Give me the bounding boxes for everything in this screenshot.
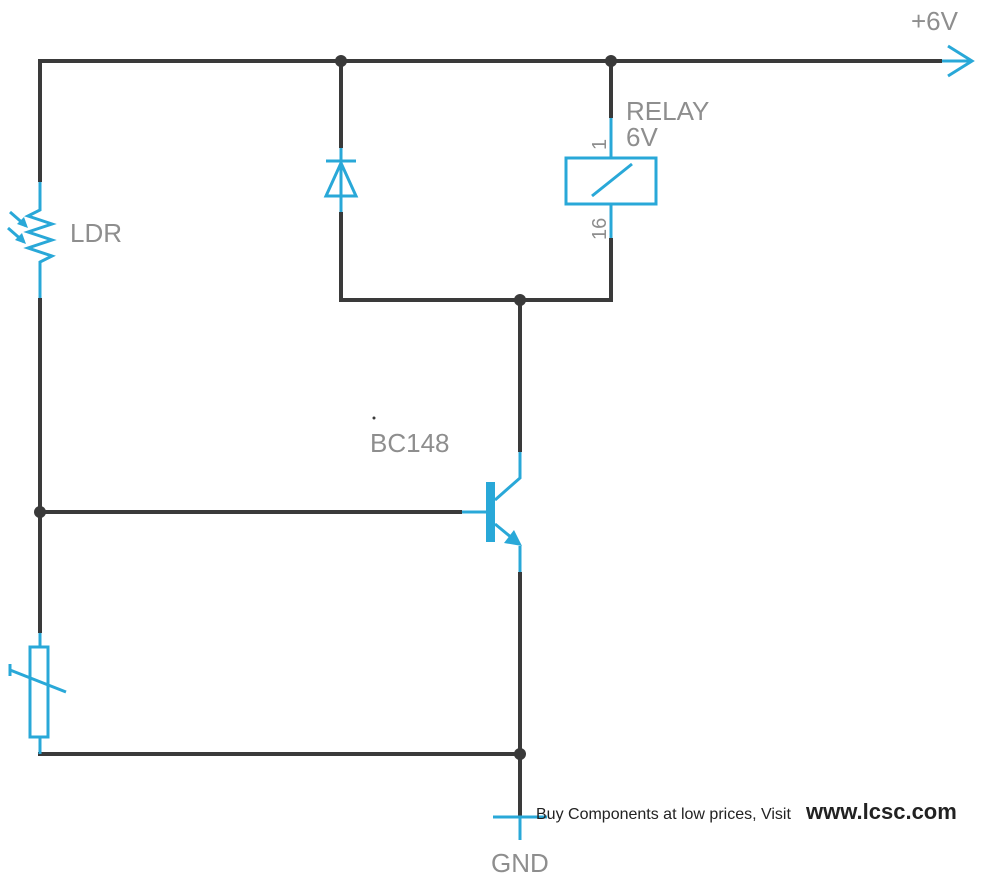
supply-label: +6V <box>911 6 959 36</box>
potentiometer-icon <box>8 633 67 754</box>
relay-name-label: RELAY <box>626 96 709 126</box>
ldr-icon <box>7 182 57 298</box>
npn-transistor-icon <box>462 452 522 572</box>
junction-dot <box>605 55 617 67</box>
transistor-label: BC148 <box>370 428 450 458</box>
junctions <box>34 55 617 760</box>
junction-dot <box>34 506 46 518</box>
junction-dot <box>514 294 526 306</box>
footer-text: Buy Components at low prices, Visit <box>536 806 791 823</box>
relay-coil-icon <box>564 118 658 238</box>
supply-arrow-icon <box>942 44 975 78</box>
relay-pin16-label: 16 <box>589 218 611 240</box>
footer-link[interactable]: www.lcsc.com <box>805 799 957 824</box>
ground-icon <box>493 815 547 840</box>
diode-icon <box>323 148 359 212</box>
relay-value-label: 6V <box>626 122 658 152</box>
ldr-label: LDR <box>70 218 122 248</box>
ground-label: GND <box>491 848 549 878</box>
junction-dot <box>514 748 526 760</box>
relay-pin1-label: 1 <box>589 139 611 150</box>
wires <box>38 59 942 817</box>
junction-dot <box>335 55 347 67</box>
label-origin-dot <box>372 416 376 420</box>
